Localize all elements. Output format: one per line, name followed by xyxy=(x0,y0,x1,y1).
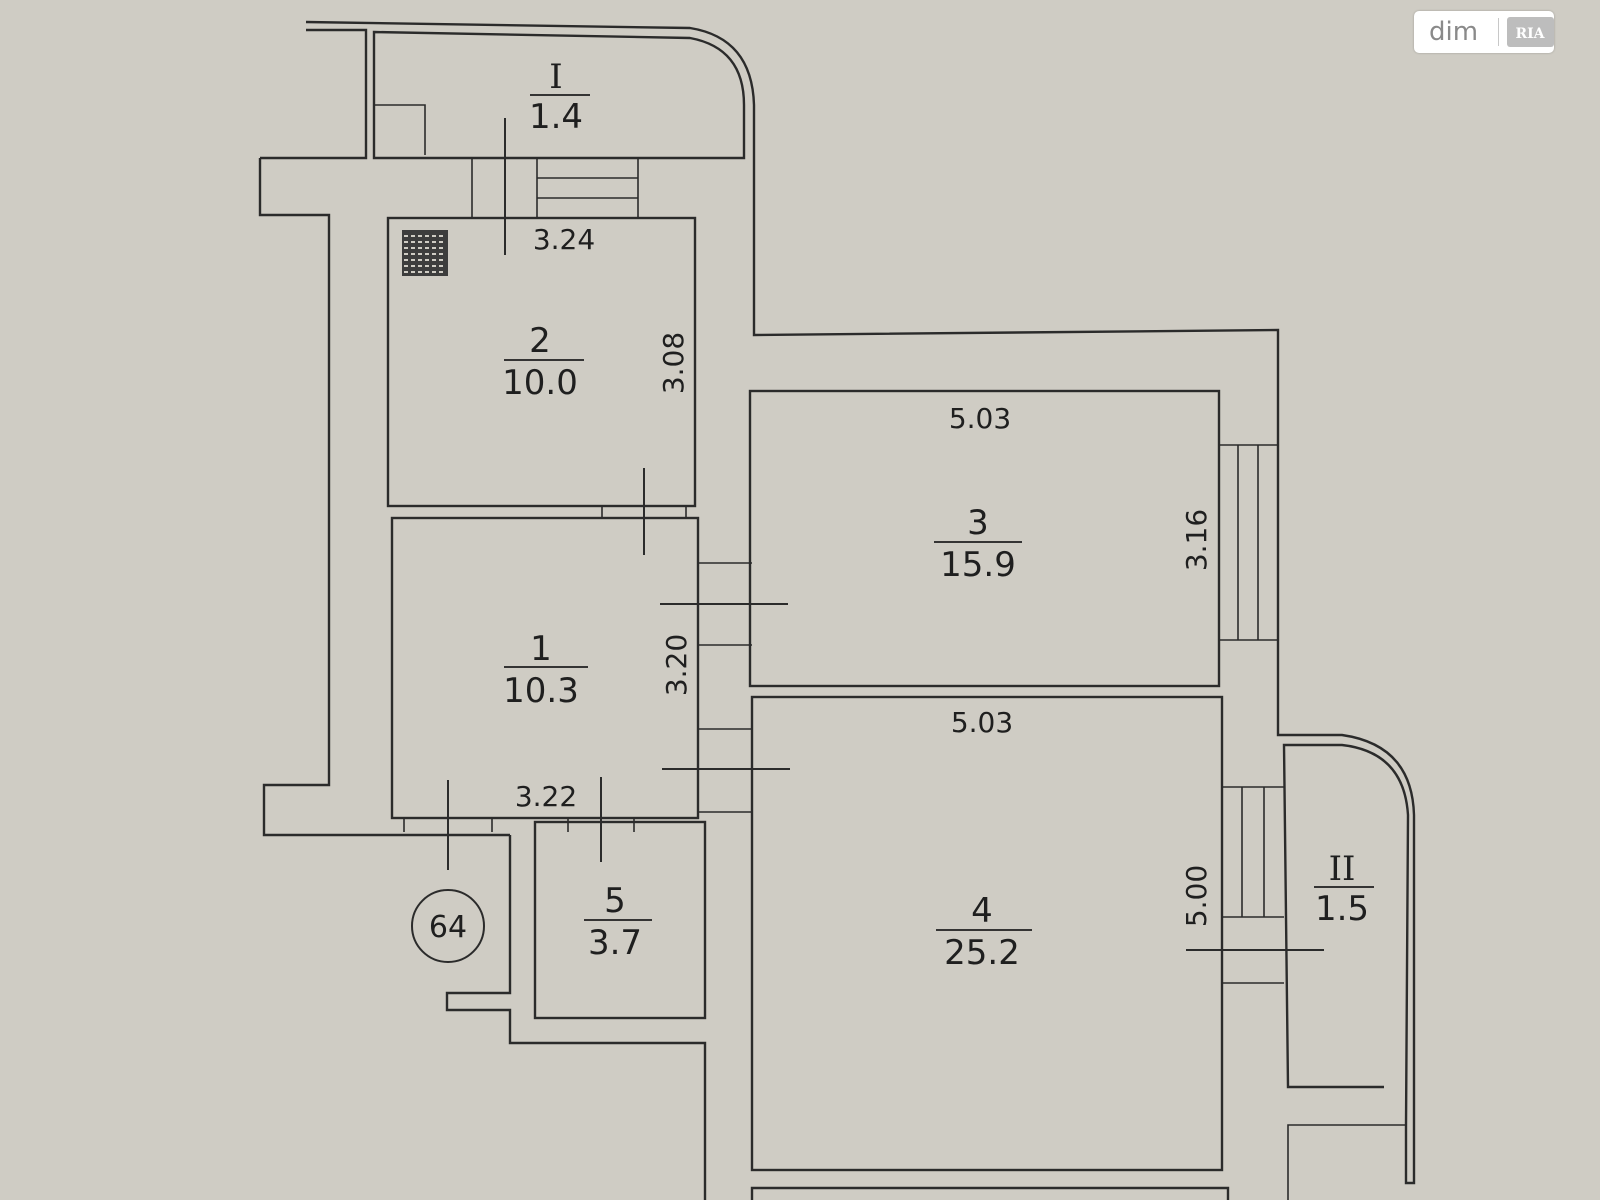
room-1-outline xyxy=(390,516,700,820)
dimension-room-1-width: 3.22 xyxy=(515,780,577,813)
room-label-balcony-2: II 1.5 xyxy=(1314,849,1374,929)
corridor-wall xyxy=(445,835,707,1200)
watermark-divider xyxy=(1497,18,1499,46)
room-label-1: 1 10.3 xyxy=(503,629,588,711)
apartment-number-circle xyxy=(411,889,485,963)
room-area: 3.7 xyxy=(588,923,642,963)
room-5-outline xyxy=(533,820,707,1020)
balcony-1-outline xyxy=(372,30,746,160)
balcony-2-lower xyxy=(1287,1124,1406,1200)
room-3-outline xyxy=(748,389,1221,688)
balcony-1-cabinet xyxy=(374,104,426,155)
ria-logo-text: RIA xyxy=(1516,26,1546,42)
ria-logo-mark: RIA xyxy=(1516,26,1546,42)
room-label-balcony-1: I 1.4 xyxy=(529,57,590,137)
dimension-room-3-width: 5.03 xyxy=(949,402,1011,435)
balcony-2-outline xyxy=(1280,733,1416,1185)
room-number: 4 xyxy=(971,891,993,931)
apartment-number: 64 xyxy=(429,910,467,945)
room-area: 10.3 xyxy=(503,671,579,711)
left-outer-wall xyxy=(258,28,510,837)
room-number: I xyxy=(549,57,562,97)
room-number: 1 xyxy=(530,629,552,669)
ventilation-grid-icon xyxy=(402,230,448,276)
room-label-4: 4 25.2 xyxy=(936,891,1032,973)
bottom-room-edge xyxy=(750,1186,1230,1200)
dimension-room-4-height: 5.00 xyxy=(1180,865,1213,927)
dimension-room-3-height: 3.16 xyxy=(1180,509,1213,571)
room-4-window xyxy=(1222,786,1284,984)
doorway-room-3 xyxy=(698,562,752,646)
dimension-room-2-width: 3.24 xyxy=(533,223,595,256)
watermark-text: dim xyxy=(1429,17,1479,47)
room-4-outline xyxy=(750,695,1224,1172)
balcony-1-door xyxy=(471,158,639,218)
room-number: 3 xyxy=(967,503,989,543)
room-area: 1.5 xyxy=(1315,889,1369,929)
room-area: 15.9 xyxy=(940,545,1016,585)
room-1-door-bottom xyxy=(403,818,635,832)
room-number: II xyxy=(1329,849,1356,889)
room-number: 2 xyxy=(529,321,551,361)
room-area: 1.4 xyxy=(529,97,583,137)
dimension-room-2-height: 3.08 xyxy=(657,332,690,394)
dim-ria-watermark: dim RIA xyxy=(1414,11,1554,53)
room-2-outline xyxy=(386,216,697,508)
room-3-window xyxy=(1219,444,1278,641)
ria-logo-icon: RIA xyxy=(1506,17,1554,47)
room-label-3: 3 15.9 xyxy=(934,503,1022,585)
dimension-room-4-width: 5.03 xyxy=(951,706,1013,739)
room-label-2: 2 10.0 xyxy=(502,321,584,403)
room-area: 25.2 xyxy=(944,933,1020,973)
doorway-room-4 xyxy=(698,728,752,813)
room-area: 10.0 xyxy=(502,363,578,403)
outer-wall xyxy=(305,20,1280,737)
room-1-door-top xyxy=(601,506,687,518)
room-number: 5 xyxy=(604,881,626,921)
dimension-room-1-height: 3.20 xyxy=(660,634,693,696)
room-label-5: 5 3.7 xyxy=(584,881,652,963)
